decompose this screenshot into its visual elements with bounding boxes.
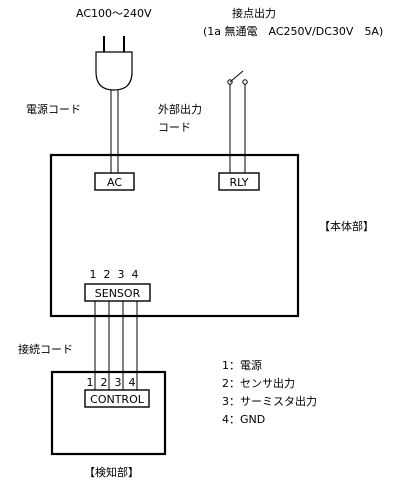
rly-connector-label: RLY: [229, 176, 248, 189]
sensor-pin-2: 2: [104, 268, 111, 281]
ac-connector: [94, 172, 135, 191]
legend-item-1: 1：電源: [222, 358, 262, 372]
sensor-pin-4: 4: [132, 268, 139, 281]
control-pin-1: 1: [87, 376, 94, 389]
control-connector-label: CONTROL: [90, 393, 145, 406]
control-pin-3: 3: [115, 376, 122, 389]
legend-item-2: 2：センサ出力: [222, 376, 295, 390]
sensor-connector: [84, 283, 151, 302]
control-pin-4: 4: [129, 376, 136, 389]
detector-unit-box: [50, 370, 167, 456]
power-cord-label: 電源コード: [26, 102, 81, 116]
contact-spec-label: (1a 無通電 AC250V/DC30V 5A): [203, 24, 383, 38]
detector-unit-label: 【検知部】: [84, 465, 139, 479]
external-output-cord: [229, 84, 246, 174]
main-unit-label: 【本体部】: [319, 219, 374, 233]
sensor-pin-3: 3: [118, 268, 125, 281]
relay-contact-icon: [227, 70, 248, 85]
sensor-pin-1: 1: [90, 268, 97, 281]
ac-supply-label: AC100～240V: [76, 7, 152, 20]
connection-cord-label: 接続コード: [18, 342, 73, 356]
legend-item-4: 4：GND: [222, 413, 265, 426]
power-cord: [110, 90, 119, 174]
rly-connector: [218, 172, 260, 191]
contact-output-label: 接点出力: [232, 6, 276, 20]
control-connector: [84, 389, 150, 408]
legend-item-3: 3：サーミスタ出力: [222, 394, 317, 408]
ac-plug-icon: [95, 36, 133, 91]
connection-cord: [94, 301, 138, 390]
control-pin-2: 2: [101, 376, 108, 389]
external-output-cord-label: コード: [158, 121, 191, 134]
sensor-connector-label: SENSOR: [95, 287, 141, 300]
ac-connector-label: AC: [107, 176, 122, 189]
main-unit-box: [49, 153, 300, 318]
external-output-label: 外部出力: [158, 102, 202, 116]
